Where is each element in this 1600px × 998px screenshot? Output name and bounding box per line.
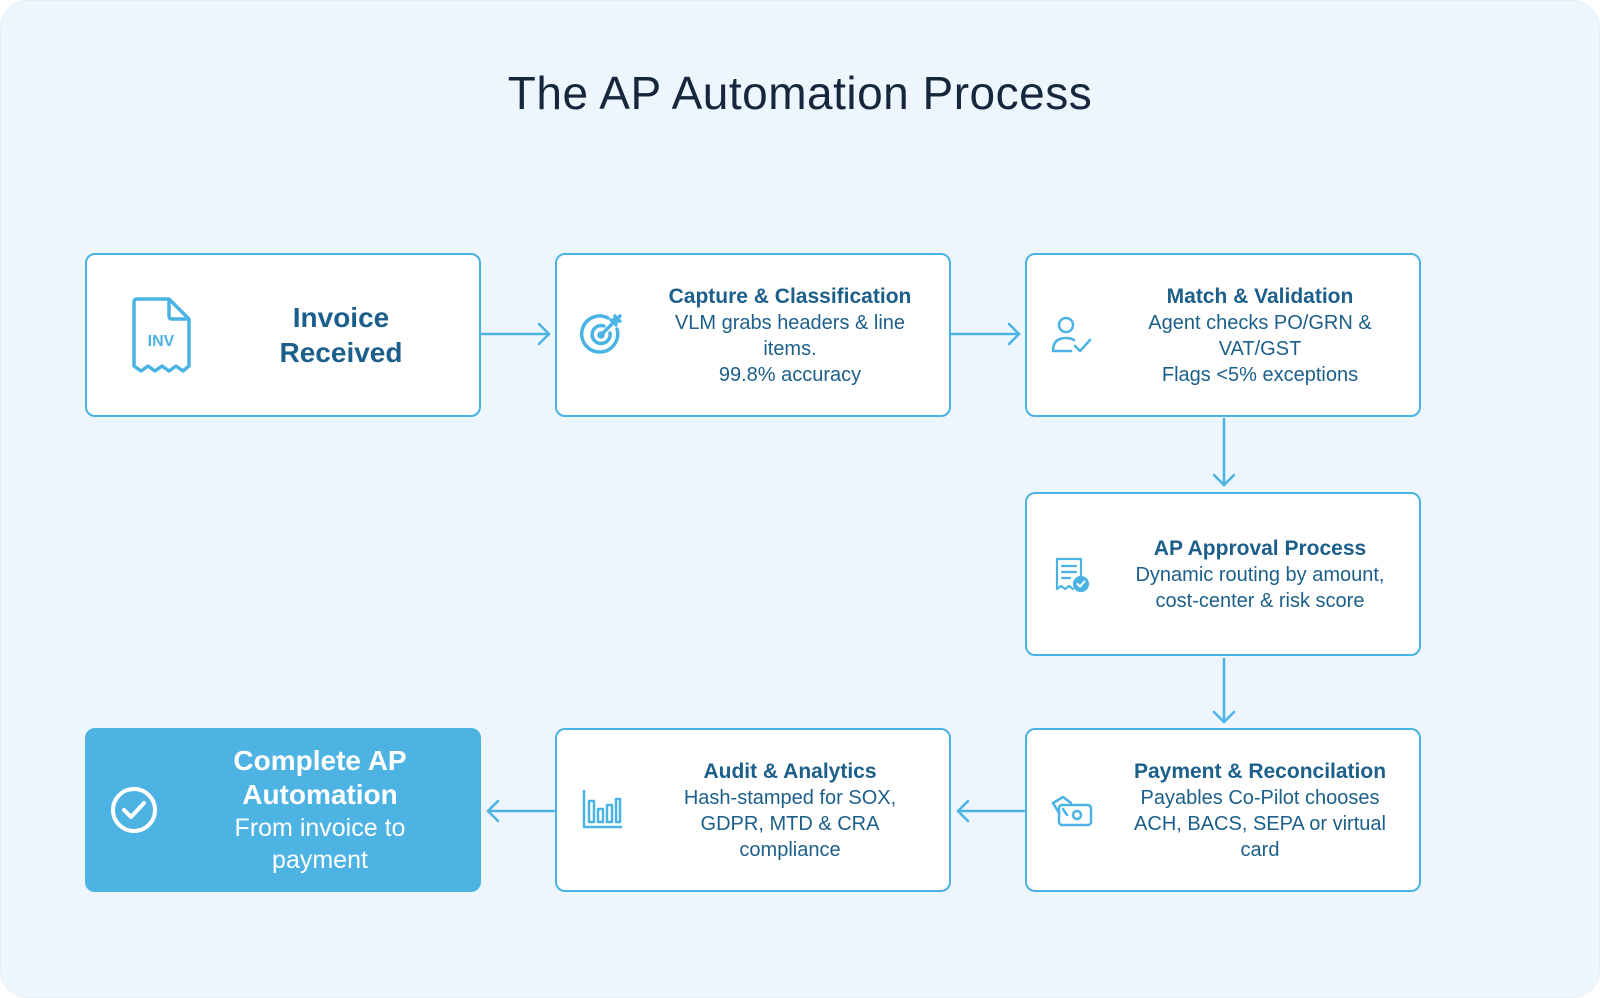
step-ap-approval: AP Approval Process Dynamic routing by a… xyxy=(1025,492,1421,656)
step-complete-ap-automation: Complete AP Automation From invoice to p… xyxy=(85,728,481,892)
arrow-approval-to-payment xyxy=(1212,657,1236,724)
step-payment-reconciliation: Payment & Reconcilation Payables Co-Pilo… xyxy=(1025,728,1421,892)
step-heading: AP Approval Process xyxy=(1153,536,1367,560)
arrow-match-to-approval xyxy=(1212,417,1236,487)
payment-card-icon xyxy=(1049,787,1095,833)
step-audit-analytics: Audit & Analytics Hash-stamped for SOX, … xyxy=(555,728,951,892)
arrow-invoice-to-capture xyxy=(479,322,551,346)
bar-chart-icon xyxy=(579,787,625,833)
step-description: Agent checks PO/GRN & VAT/GST Flags <5% … xyxy=(1148,311,1372,386)
user-check-icon xyxy=(1049,312,1095,358)
step-heading: Audit & Analytics xyxy=(703,759,877,783)
arrow-payment-to-audit xyxy=(956,799,1026,823)
approval-document-icon xyxy=(1049,551,1095,597)
target-icon xyxy=(579,312,625,358)
step-description: Hash-stamped for SOX, GDPR, MTD & CRA co… xyxy=(683,786,897,861)
step-match-validation: Match & Validation Agent checks PO/GRN &… xyxy=(1025,253,1421,417)
step-description: From invoice to payment xyxy=(234,814,406,874)
step-heading: Complete AP Automation xyxy=(233,745,407,810)
step-heading: Payment & Reconcilation xyxy=(1133,759,1387,783)
step-heading: Match & Validation xyxy=(1166,284,1354,308)
svg-text:INV: INV xyxy=(148,333,175,350)
step-description: VLM grabs headers & line items. 99.8% ac… xyxy=(674,311,906,386)
step-capture-classification: Capture & Classification VLM grabs heade… xyxy=(555,253,951,417)
invoice-icon: INV xyxy=(129,296,193,374)
step-heading: Invoice Received xyxy=(279,302,403,368)
arrow-capture-to-match xyxy=(949,322,1021,346)
checkmark-circle-icon xyxy=(109,785,159,835)
step-invoice-received: INV Invoice Received xyxy=(85,253,481,417)
arrow-audit-to-complete xyxy=(486,799,556,823)
page-title: The AP Automation Process xyxy=(507,67,1093,119)
step-heading: Capture & Classification xyxy=(668,284,912,308)
step-description: Dynamic routing by amount, cost-center &… xyxy=(1135,563,1385,612)
step-description: Payables Co-Pilot chooses ACH, BACS, SEP… xyxy=(1134,786,1386,861)
